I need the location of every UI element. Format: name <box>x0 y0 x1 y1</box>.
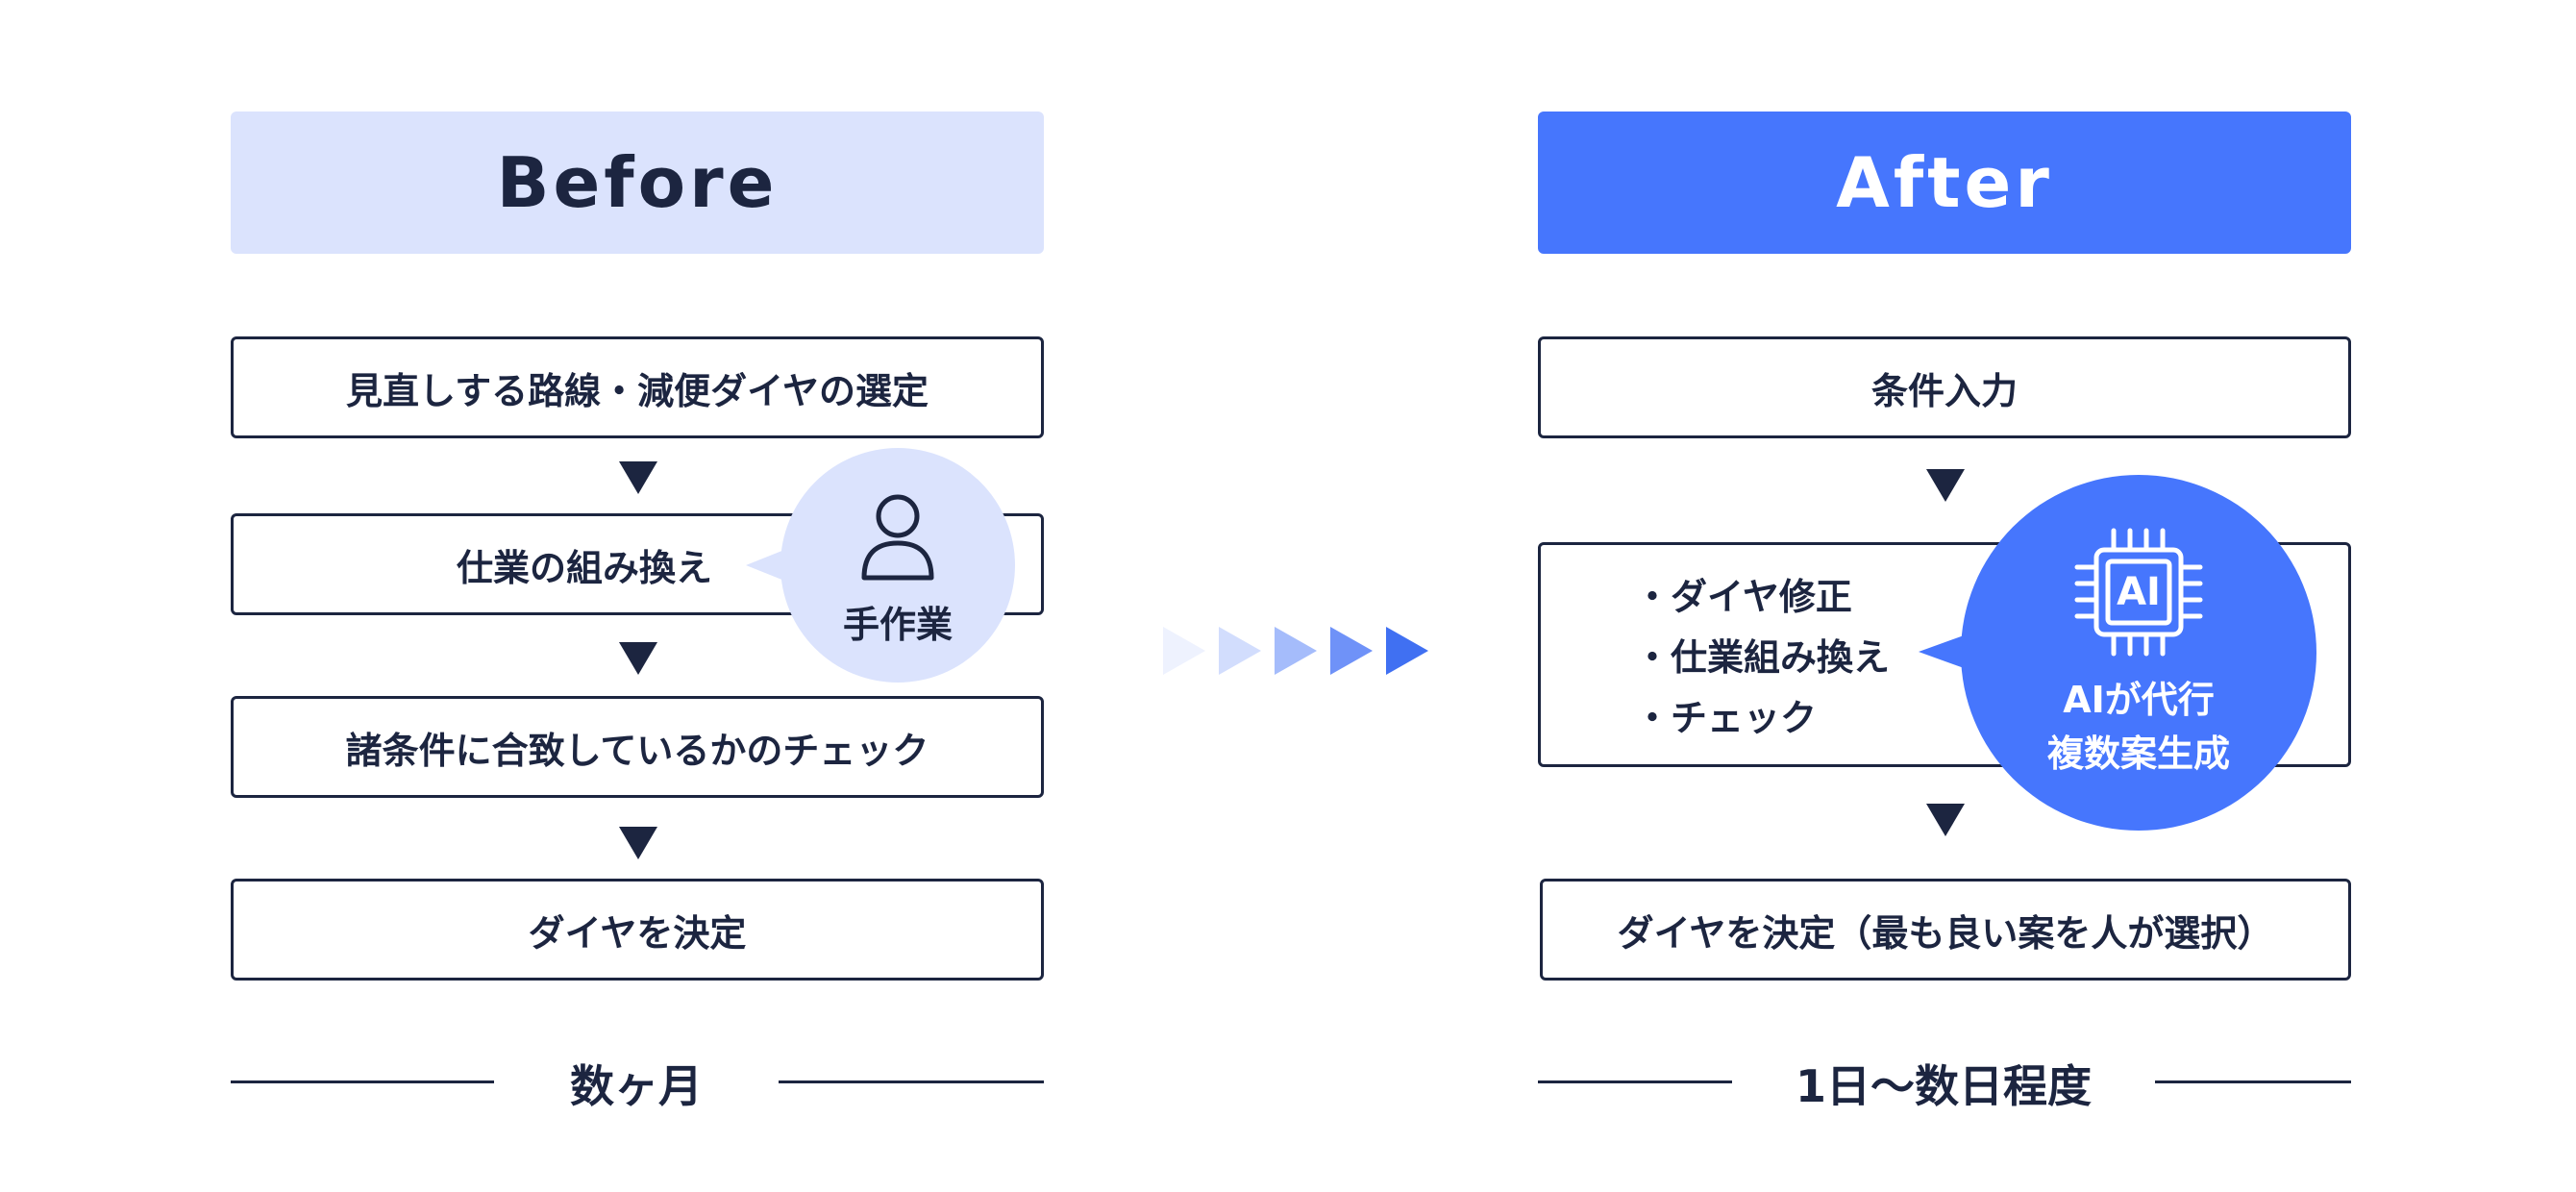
ai-chip-icon: AI <box>2071 525 2206 659</box>
after-arrow-1 <box>1926 469 1965 502</box>
manual-work-bubble: 手作業 <box>780 448 1015 683</box>
before-arrow-3 <box>619 827 657 859</box>
chevron-right-icon <box>1275 627 1317 675</box>
before-step-3-label: 諸条件に合致しているかのチェック <box>345 729 929 772</box>
before-arrow-1 <box>619 461 657 494</box>
after-step-decide: ダイヤを決定（最も良い案を人が選択） <box>1540 879 2351 981</box>
ai-bubble: AI AIが代行 複数案生成 <box>1961 475 2316 831</box>
after-step-input-label: 条件入力 <box>1870 369 2018 412</box>
after-task-list: ・ダイヤ修正 ・仕業組み換え ・チェック <box>1634 567 1890 749</box>
before-step-3: 諸条件に合致しているかのチェック <box>231 696 1044 798</box>
ai-bubble-line2: 複数案生成 <box>2046 733 2230 775</box>
after-duration-rule-right <box>2155 1080 2351 1083</box>
chevron-right-icon <box>1163 627 1205 675</box>
before-step-4-label: ダイヤを決定 <box>528 911 747 955</box>
before-duration: 数ヶ月 <box>570 1060 703 1112</box>
after-task-item: ・ダイヤ修正 <box>1634 576 1852 618</box>
after-header-label: After <box>1836 142 2053 223</box>
ai-bubble-line1: AIが代行 <box>2063 679 2215 721</box>
after-arrow-2 <box>1926 804 1965 836</box>
person-icon <box>860 493 935 587</box>
manual-work-label: 手作業 <box>842 603 953 646</box>
ai-bubble-tail <box>1919 634 1967 669</box>
after-task-item: ・仕業組み換え <box>1634 636 1891 679</box>
after-duration: 1日〜数日程度 <box>1795 1060 2092 1112</box>
before-header: Before <box>231 112 1044 254</box>
before-duration-rule-right <box>779 1080 1044 1083</box>
chevron-right-icon <box>1330 627 1373 675</box>
before-step-4: ダイヤを決定 <box>231 879 1044 981</box>
before-step-1-label: 見直しする路線・減便ダイヤの選定 <box>345 369 929 412</box>
after-duration-rule-left <box>1538 1080 1732 1083</box>
before-header-label: Before <box>496 142 779 223</box>
chevron-right-icon <box>1219 627 1261 675</box>
after-task-item: ・チェック <box>1634 697 1818 739</box>
after-header: After <box>1538 112 2351 254</box>
manual-bubble-tail <box>746 550 784 581</box>
chevron-right-icon <box>1386 627 1428 675</box>
before-step-2-label: 仕業の組み換え <box>457 546 713 589</box>
ai-chip-text: AI <box>2117 570 2161 614</box>
before-arrow-2 <box>619 642 657 675</box>
after-step-input: 条件入力 <box>1538 336 2351 438</box>
before-step-1: 見直しする路線・減便ダイヤの選定 <box>231 336 1044 438</box>
after-step-decide-label: ダイヤを決定（最も良い案を人が選択） <box>1617 911 2274 955</box>
before-duration-rule-left <box>231 1080 494 1083</box>
